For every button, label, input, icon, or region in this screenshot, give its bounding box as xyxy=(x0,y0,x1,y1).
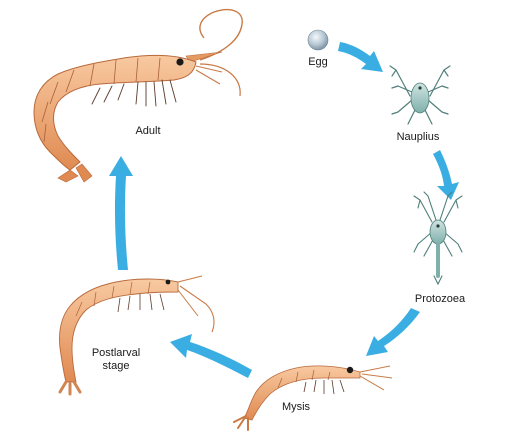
arrow-egg-to-nauplius xyxy=(338,42,383,72)
nauplius-label: Nauplius xyxy=(397,131,440,143)
nauplius-illustration xyxy=(389,65,451,125)
arrow-nauplius-to-protozoea xyxy=(433,150,459,200)
protozoea-label: Protozoea xyxy=(415,293,466,305)
cycle-arrows xyxy=(109,42,459,378)
arrow-postlarval-to-adult xyxy=(109,156,133,270)
adult-shrimp-illustration xyxy=(33,8,243,183)
nauplius-stage: Nauplius xyxy=(389,65,451,143)
egg-illustration xyxy=(307,29,329,51)
mysis-stage: Mysis xyxy=(233,365,393,431)
egg-stage: Egg xyxy=(307,29,329,68)
adult-stage: Adult xyxy=(33,8,243,183)
protozoea-illustration xyxy=(413,191,463,286)
arrow-mysis-to-postlarval xyxy=(170,334,252,378)
postlarval-stage: Postlarval stage xyxy=(58,275,215,396)
egg-label: Egg xyxy=(308,56,328,68)
arrow-protozoea-to-mysis xyxy=(366,308,420,356)
protozoea-stage: Protozoea xyxy=(413,191,466,305)
adult-label: Adult xyxy=(135,125,160,137)
postlarval-label-line2: stage xyxy=(103,360,130,372)
mysis-illustration xyxy=(233,365,393,431)
postlarval-illustration xyxy=(58,275,215,396)
postlarval-label-line1: Postlarval xyxy=(92,347,140,359)
mysis-label: Mysis xyxy=(282,401,311,413)
